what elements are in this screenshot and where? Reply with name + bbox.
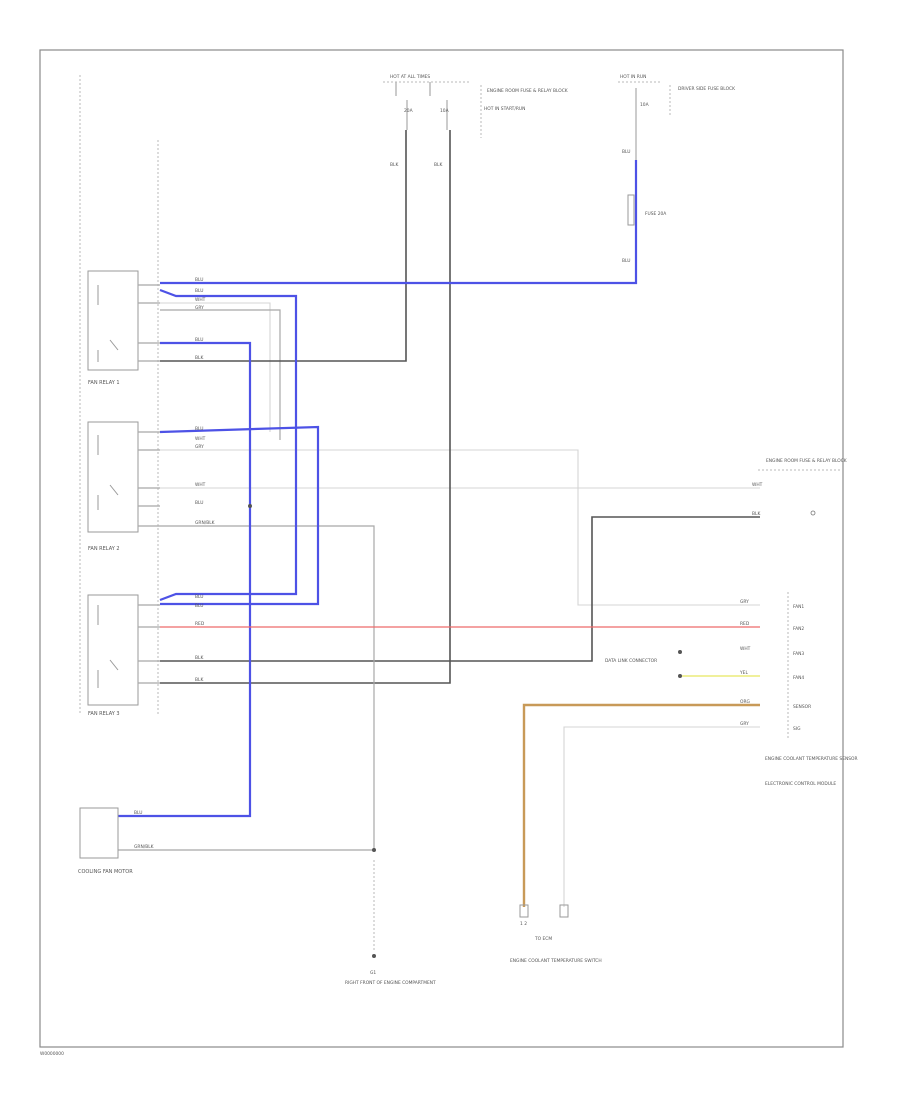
svg-text:FAN1: FAN1 (793, 604, 804, 610)
svg-text:WHT: WHT (195, 436, 206, 442)
black-wires (118, 130, 760, 907)
fan-relay-3: FAN RELAY 3 (87, 594, 139, 717)
diagram-frame (39, 49, 844, 1048)
svg-text:BLK: BLK (195, 677, 203, 683)
svg-text:GRN/BLK: GRN/BLK (195, 520, 215, 526)
svg-text:FAN3: FAN3 (793, 651, 804, 657)
svg-text:WHT: WHT (752, 482, 763, 488)
right-top-connector: ENGINE ROOM FUSE & RELAY BLOCK (758, 458, 847, 516)
top-center-fuse-b: 10A (440, 108, 449, 114)
svg-text:BLU: BLU (195, 337, 203, 343)
svg-text:WHT: WHT (195, 482, 206, 488)
svg-text:BLU: BLU (195, 594, 203, 600)
svg-text:ORG: ORG (740, 699, 751, 705)
coolant-sensor-label: ENGINE COOLANT TEMPERATURE SENSOR (765, 756, 858, 762)
svg-text:BLU: BLU (134, 810, 142, 816)
svg-text:WHT: WHT (740, 646, 751, 652)
svg-text:GRY: GRY (740, 599, 749, 605)
relay-2-label: FAN RELAY 2 (88, 546, 120, 552)
top-center-desc: ENGINE ROOM FUSE & RELAY BLOCK (487, 88, 568, 94)
svg-text:WHT: WHT (195, 297, 206, 303)
svg-text:BLU: BLU (195, 288, 203, 294)
svg-text:BLU: BLU (622, 149, 630, 155)
svg-text:GRY: GRY (195, 305, 204, 311)
svg-text:BLK: BLK (434, 162, 442, 168)
svg-text:BLK: BLK (390, 162, 398, 168)
light-gray-wires (160, 302, 760, 606)
junction-dots (248, 504, 682, 958)
svg-text:BLU: BLU (195, 500, 203, 506)
svg-text:BLU: BLU (195, 603, 203, 609)
tan-wire (522, 703, 760, 907)
top-center-hot-label: HOT AT ALL TIMES (390, 74, 430, 80)
cooling-fan-motor: COOLING FAN MOTOR (78, 807, 133, 875)
relay-1-label: FAN RELAY 1 (88, 380, 120, 386)
right-connector-caption: ELECTRONIC CONTROL MODULE (765, 781, 836, 787)
svg-text:RED: RED (195, 621, 205, 627)
svg-text:SENSOR: SENSOR (793, 704, 811, 710)
svg-text:SIG: SIG (793, 726, 801, 732)
svg-text:BLU: BLU (195, 277, 203, 283)
svg-text:BLU: BLU (622, 258, 630, 264)
svg-text:BLK: BLK (195, 655, 203, 661)
fan-motor-label: COOLING FAN MOTOR (78, 869, 133, 875)
right-connector: FAN1 FAN2 FAN3 FAN4 SENSOR SIG ELECTRONI… (765, 592, 836, 787)
top-right-desc: DRIVER SIDE FUSE BLOCK (678, 86, 735, 92)
bottom-connector-label: ENGINE COOLANT TEMPERATURE SWITCH (510, 958, 602, 964)
bottom-connector: 1 2 TO ECM ENGINE COOLANT TEMPERATURE SW… (510, 904, 602, 964)
svg-text:RED: RED (740, 621, 750, 627)
svg-text:BLU: BLU (195, 426, 203, 432)
top-center-fuse-block: HOT AT ALL TIMES 20A 10A ENGINE ROOM FUS… (383, 74, 568, 138)
ground-g1: G1 RIGHT FRONT OF ENGINE COMPARTMENT (345, 860, 436, 986)
top-right-fuse: 10A (640, 102, 649, 108)
svg-text:GRN/BLK: GRN/BLK (134, 844, 154, 850)
bottom-connector-pins: 1 2 (520, 921, 527, 927)
hot-label: HOT IN START/RUN (484, 106, 525, 112)
right-top-conn-label: ENGINE ROOM FUSE & RELAY BLOCK (766, 458, 847, 464)
top-right-hot-label: HOT IN RUN (620, 74, 646, 80)
diagram-code: W0000000 (40, 1051, 64, 1057)
junction-label: DATA LINK CONNECTOR (605, 658, 657, 664)
wire-tags: BLU BLU WHT GRY BLU BLK BLU WHT GRY WHT … (134, 149, 763, 850)
relay-pin-stubs (138, 284, 160, 684)
relay-3-label: FAN RELAY 3 (88, 711, 120, 717)
ground-label: G1 (370, 970, 376, 976)
svg-text:BLK: BLK (752, 511, 760, 517)
fan-relay-1: FAN RELAY 1 (87, 270, 139, 386)
fan-relay-2: FAN RELAY 2 (87, 421, 139, 552)
inline-fuse-label: FUSE 20A (645, 211, 666, 217)
blue-wires (118, 160, 638, 818)
svg-text:GRY: GRY (195, 444, 204, 450)
top-right-fuse-block: HOT IN RUN 10A DRIVER SIDE FUSE BLOCK FU… (618, 74, 735, 226)
svg-text:GRY: GRY (740, 721, 749, 727)
svg-text:YEL: YEL (739, 670, 748, 676)
bottom-connector-sublabel: TO ECM (534, 936, 552, 942)
svg-text:BLK: BLK (195, 355, 203, 361)
svg-text:FAN4: FAN4 (793, 675, 804, 681)
top-center-fuse-a: 20A (404, 108, 413, 114)
svg-text:FAN2: FAN2 (793, 626, 804, 632)
ground-desc: RIGHT FRONT OF ENGINE COMPARTMENT (345, 980, 436, 986)
